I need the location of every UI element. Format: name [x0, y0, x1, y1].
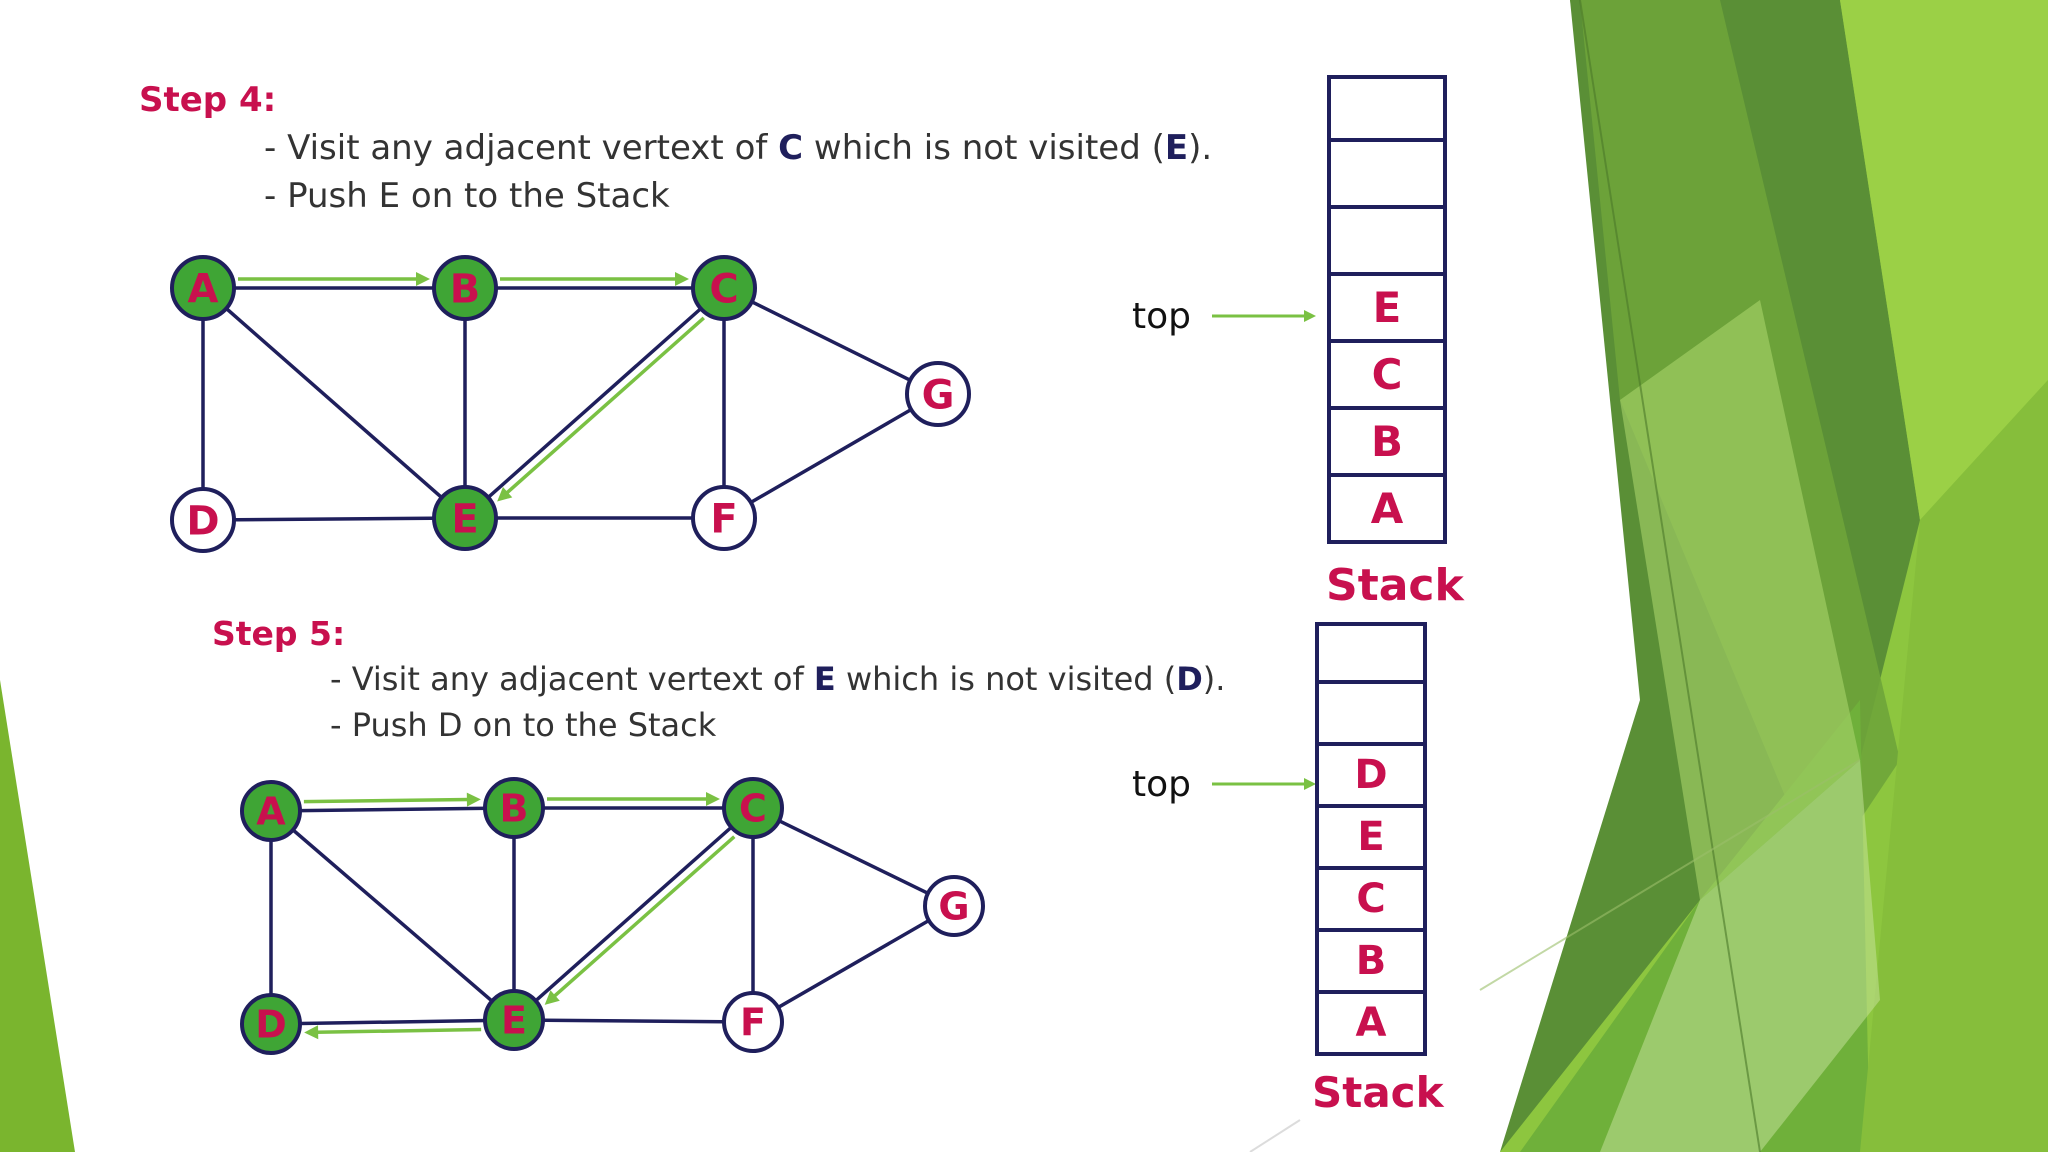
- traversal-arrow-C-E: [544, 835, 736, 1005]
- traversal-arrow-B-C: [500, 272, 689, 286]
- step-4-instruction-push: - Push E on to the Stack: [264, 176, 670, 216]
- step-4-current-vertex: C: [778, 128, 804, 168]
- node-D: D: [170, 487, 236, 553]
- edge-C-E: [463, 286, 726, 520]
- step-5-top-arrow: [1212, 778, 1316, 790]
- stack-cell: B: [1327, 410, 1447, 477]
- step-5-instruction-push: - Push D on to the Stack: [330, 706, 717, 744]
- svg-text:C: C: [709, 266, 738, 312]
- step-5-instruction-visit: - Visit any adjacent vertext of E which …: [330, 660, 1226, 698]
- node-G: G: [905, 361, 971, 427]
- node-C: C: [722, 777, 784, 839]
- svg-text:F: F: [710, 496, 737, 542]
- traversal-arrow-C-E: [497, 316, 705, 502]
- node-G: G: [923, 875, 985, 937]
- stack-cell: A: [1327, 477, 1447, 544]
- step-4-title: Step 4:: [139, 80, 277, 120]
- node-E: E: [432, 485, 498, 551]
- svg-text:A: A: [256, 790, 286, 834]
- stack-cell: [1315, 622, 1427, 684]
- svg-text:D: D: [186, 498, 219, 544]
- edge-D-E: [202, 516, 466, 522]
- node-F: F: [691, 485, 757, 551]
- edge-C-E: [512, 806, 755, 1022]
- traversal-arrow-A-B: [238, 272, 430, 286]
- step-5-current-vertex: E: [813, 660, 836, 698]
- edge-A-B: [270, 806, 515, 813]
- svg-text:B: B: [450, 266, 481, 312]
- stack-cell: B: [1315, 932, 1427, 994]
- node-F: F: [722, 991, 784, 1053]
- stack-cell: [1327, 209, 1447, 276]
- svg-text:C: C: [739, 787, 767, 831]
- svg-text:E: E: [501, 999, 527, 1043]
- node-A: A: [170, 255, 236, 321]
- node-D: D: [240, 993, 302, 1055]
- svg-text:B: B: [500, 787, 529, 831]
- step-5-target-vertex: D: [1176, 660, 1203, 698]
- svg-text:F: F: [740, 1001, 766, 1045]
- step-4-stack-caption: Stack: [1326, 560, 1464, 611]
- edge-C-G: [723, 286, 939, 396]
- traversal-arrow-A-B: [303, 792, 481, 807]
- edge-F-G: [752, 904, 955, 1024]
- svg-text:A: A: [188, 266, 219, 312]
- node-B: B: [483, 777, 545, 839]
- step-4-target-vertex: E: [1164, 128, 1189, 168]
- stack-cell: C: [1315, 870, 1427, 932]
- traversal-arrow-B-C: [547, 792, 720, 806]
- node-E: E: [483, 989, 545, 1051]
- node-B: B: [432, 255, 498, 321]
- edge-A-E: [201, 286, 467, 520]
- step-4-top-arrow: [1212, 310, 1316, 322]
- stack-cell: E: [1315, 808, 1427, 870]
- stack-cell: [1315, 684, 1427, 746]
- stack-cell: [1327, 142, 1447, 209]
- node-C: C: [691, 255, 757, 321]
- edge-E-F: [513, 1018, 754, 1024]
- svg-text:G: G: [922, 372, 955, 418]
- step-4-instruction-visit: - Visit any adjacent vertext of C which …: [264, 128, 1213, 168]
- edge-D-E: [270, 1018, 515, 1026]
- step-5-stack-caption: Stack: [1312, 1068, 1444, 1117]
- edge-A-E: [269, 809, 516, 1022]
- step-5-top-label: top: [1132, 764, 1191, 805]
- svg-text:G: G: [938, 885, 969, 929]
- step-4-top-label: top: [1132, 296, 1191, 337]
- step-5-title: Step 5:: [212, 614, 346, 653]
- edge-C-G: [752, 806, 955, 908]
- node-A: A: [240, 780, 302, 842]
- edge-F-G: [723, 392, 939, 520]
- svg-text:D: D: [255, 1003, 287, 1047]
- traversal-arrow-E-D: [304, 1025, 482, 1040]
- stack-cell: [1327, 75, 1447, 142]
- stack-cell: D: [1315, 746, 1427, 808]
- stack-cell: C: [1327, 343, 1447, 410]
- stack-cell: E: [1327, 276, 1447, 343]
- svg-text:E: E: [451, 496, 478, 542]
- stack-cell: A: [1315, 994, 1427, 1056]
